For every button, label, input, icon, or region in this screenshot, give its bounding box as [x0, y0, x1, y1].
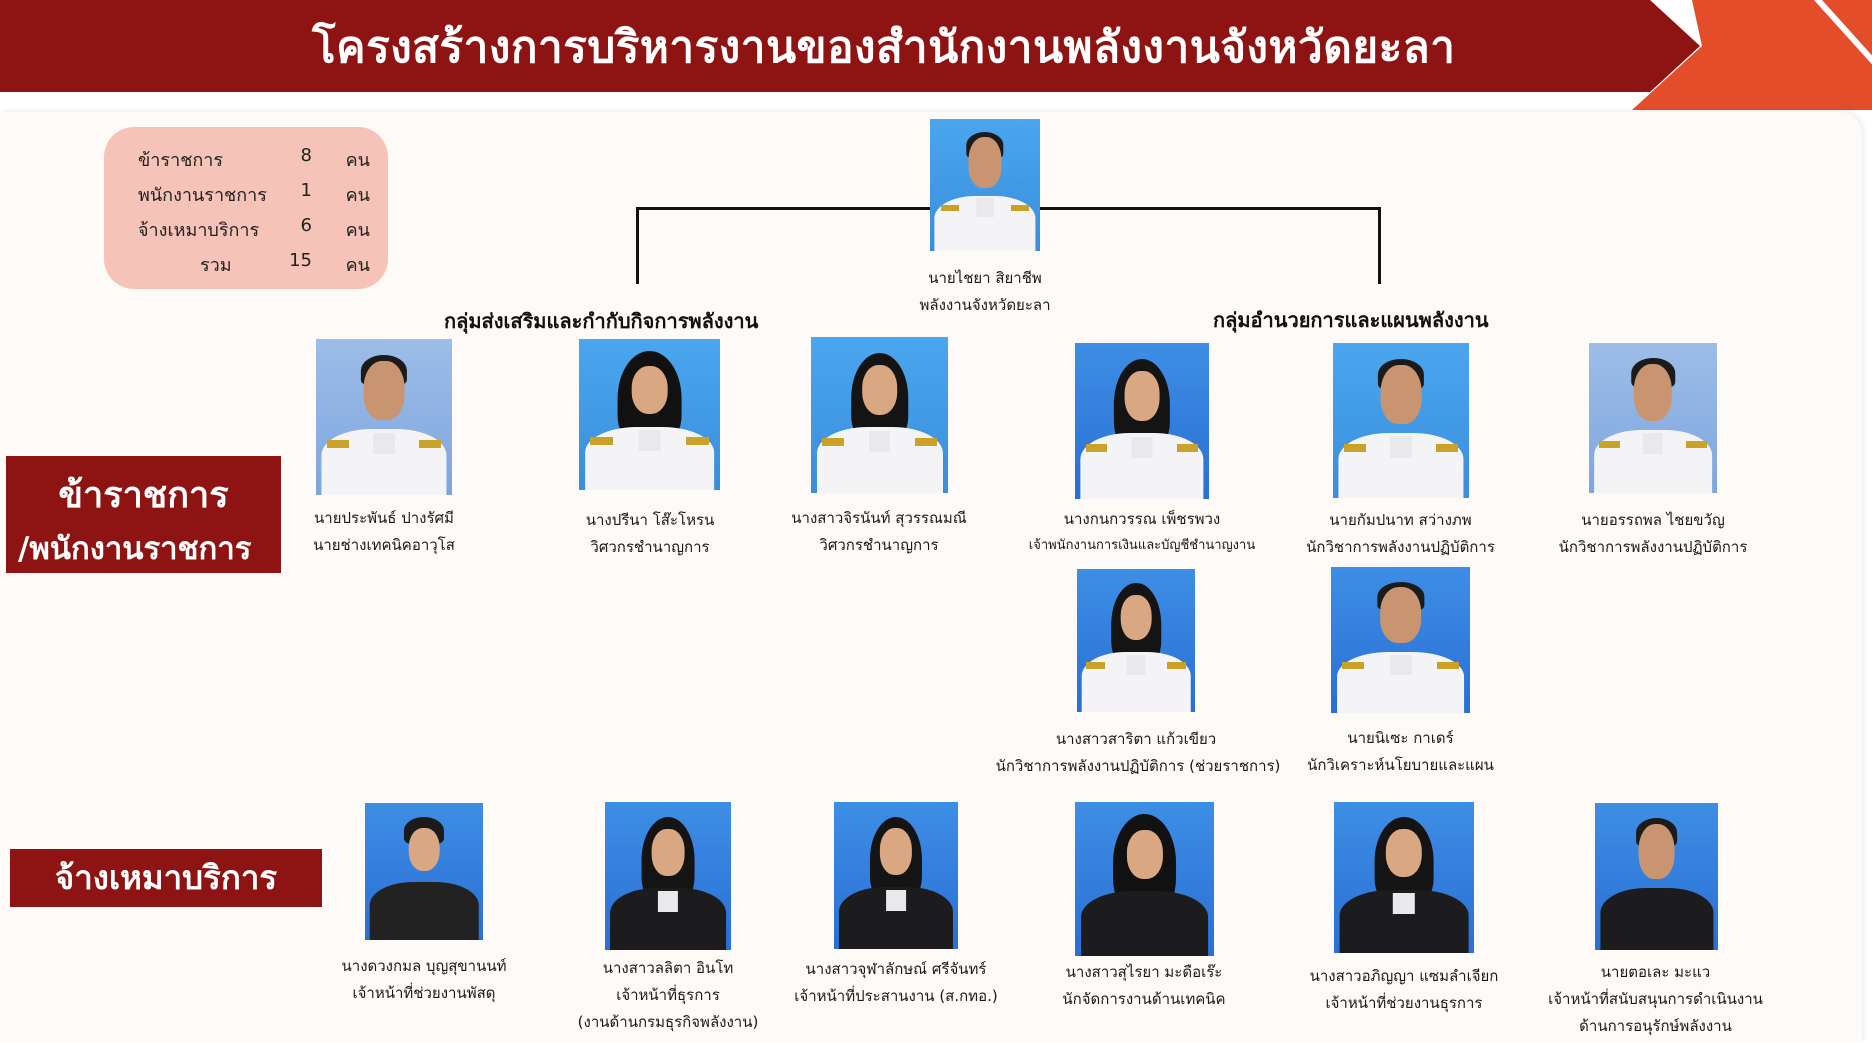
official-role: วิศวกรชำนาญการ — [590, 538, 710, 556]
contractor-name: นายตอเละ มะแว — [1600, 963, 1711, 981]
director-role: พลังงานจังหวัดยะลา — [919, 296, 1051, 314]
stat-count: 15 — [289, 250, 312, 271]
official-name: นางสาวจิรนันท์ สุวรรณมณี — [791, 509, 967, 527]
official-photo — [1589, 343, 1717, 493]
stat-unit: คน — [345, 150, 370, 171]
contractor-role: เจ้าหน้าที่ช่วยงานพัสดุ — [352, 984, 496, 1002]
official-name: นายกัมปนาท สว่างภพ — [1329, 511, 1472, 529]
official-name: นายประพันธ์ ปางรัศมี — [314, 509, 454, 527]
stat-count: 6 — [300, 215, 312, 236]
contractor-role: เจ้าหน้าที่สนับสนุนการดำเนินงาน — [1548, 990, 1763, 1008]
official-name: นายนิเซะ กาเดร์ — [1347, 729, 1454, 747]
contractor-name: นางสาวลลิตา อินโท — [602, 959, 734, 977]
official-role: นักวิชาการพลังงานปฏิบัติการ — [1306, 538, 1495, 556]
official-photo — [1075, 343, 1209, 499]
official-name: นางปรีนา โส๊ะโหรน — [585, 511, 715, 529]
stat-count: 1 — [300, 180, 312, 201]
officials-label-line1: ข้าราชการ — [58, 475, 229, 516]
contractor-photo — [1075, 802, 1214, 956]
title-banner — [0, 0, 1700, 92]
official-role: วิศวกรชำนาญการ — [819, 536, 939, 554]
official-name: นายอรรถพล ไชยขวัญ — [1581, 511, 1725, 529]
contractor-role: นักจัดการงานด้านเทคนิค — [1062, 990, 1226, 1008]
stat-row: ข้าราชการ 8 คน — [104, 141, 388, 173]
official-name: นางสาวสาริตา แก้วเขียว — [1055, 730, 1217, 748]
contractor-name: นางดวงกมล บุญสุขานนท์ — [341, 957, 507, 975]
contractor-photo — [605, 802, 731, 950]
stat-unit: คน — [345, 255, 370, 276]
stat-row-total: รวม 15 คน — [104, 246, 388, 278]
contractor-role: เจ้าหน้าที่ช่วยงานธุรการ — [1325, 994, 1483, 1012]
official-photo — [811, 337, 948, 493]
contract-label: จ้างเหมาบริการ — [10, 849, 322, 907]
group-title-left: กลุ่มส่งเสริมและกำกับกิจการพลังงาน — [444, 309, 759, 333]
official-role: เจ้าพนักงานการเงินและบัญชีชำนาญงาน — [1028, 538, 1256, 553]
group-title-right: กลุ่มอำนวยการและแผนพลังงาน — [1213, 308, 1489, 332]
stat-row: จ้างเหมาบริการ 6 คน — [104, 211, 388, 243]
stat-label: ข้าราชการ — [138, 150, 224, 171]
contractor-photo — [1334, 802, 1474, 953]
contractor-photo — [1595, 803, 1718, 950]
connector-left — [636, 207, 639, 284]
page-title: โครงสร้างการบริหารงานของสำนักงานพลังงานจ… — [312, 22, 1456, 73]
official-role: นักวิเคราะห์นโยบายและแผน — [1307, 756, 1494, 774]
connector-right — [1378, 207, 1381, 284]
stat-label: จ้างเหมาบริการ — [138, 220, 260, 241]
contractor-name: นางสาวจุฬาลักษณ์ ศรีจันทร์ — [805, 960, 987, 978]
contractor-role-detail: ด้านการอนุรักษ์พลังงาน — [1579, 1017, 1732, 1035]
contractor-role-detail: (งานด้านกรมธุรกิจพลังงาน) — [577, 1013, 759, 1031]
contractor-role: เจ้าหน้าที่ธุรการ — [616, 986, 720, 1004]
contractor-photo — [834, 802, 958, 949]
official-role: นายช่างเทคนิคอาวุโส — [313, 536, 455, 554]
contractor-name: นางสาวอภิญญา แซมลำเจียก — [1309, 967, 1499, 985]
officials-label: ข้าราชการ /พนักงานราชการ — [6, 456, 281, 573]
official-photo — [1331, 567, 1470, 713]
officials-label-line2: /พนักงานราชการ — [18, 531, 252, 567]
staff-summary-box: ข้าราชการ 8 คน พนักงานราชการ 1 คน จ้างเห… — [104, 127, 388, 289]
official-photo — [579, 339, 720, 490]
official-role: นักวิชาการพลังงานปฏิบัติการ (ช่วยราชการ) — [995, 757, 1281, 775]
stat-unit: คน — [345, 220, 370, 241]
stat-count: 8 — [300, 145, 312, 166]
stat-row: พนักงานราชการ 1 คน — [104, 176, 388, 208]
contractor-photo — [365, 803, 483, 940]
stat-label: พนักงานราชการ — [138, 185, 267, 206]
official-photo — [1333, 343, 1469, 498]
contractor-role: เจ้าหน้าที่ประสานงาน (ส.กทอ.) — [794, 987, 998, 1005]
contractor-name: นางสาวสุไรยา มะดือเร๊ะ — [1065, 963, 1223, 981]
official-photo — [1077, 569, 1195, 712]
official-photo — [316, 339, 452, 495]
official-role: นักวิชาการพลังงานปฏิบัติการ — [1558, 538, 1748, 556]
director-name: นายไชยา สิยาชีพ — [928, 269, 1042, 287]
stat-label: รวม — [200, 255, 232, 276]
official-name: นางกนกวรรณ เพ็ชรพวง — [1063, 510, 1221, 528]
stat-unit: คน — [345, 185, 370, 206]
director-photo — [930, 119, 1040, 251]
